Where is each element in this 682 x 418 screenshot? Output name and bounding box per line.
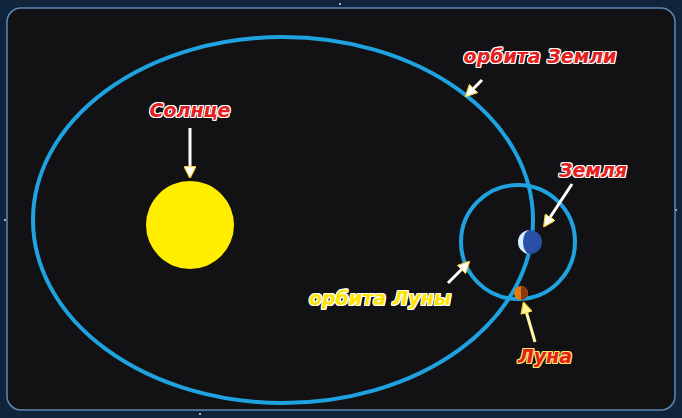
callout-label: Луна [516, 346, 574, 367]
panel [7, 8, 675, 410]
stars [4, 3, 677, 415]
callout-label: орбита Луны [307, 288, 453, 309]
callout-label: Солнце [147, 100, 232, 121]
moon [514, 286, 528, 300]
moon-orbit [461, 185, 575, 299]
callout-label: орбита Земли [462, 46, 619, 67]
sun [146, 181, 234, 269]
earth [518, 230, 542, 254]
leader-lines [190, 80, 572, 342]
callout-label: Земля [557, 160, 629, 181]
earth-orbit [33, 37, 533, 403]
